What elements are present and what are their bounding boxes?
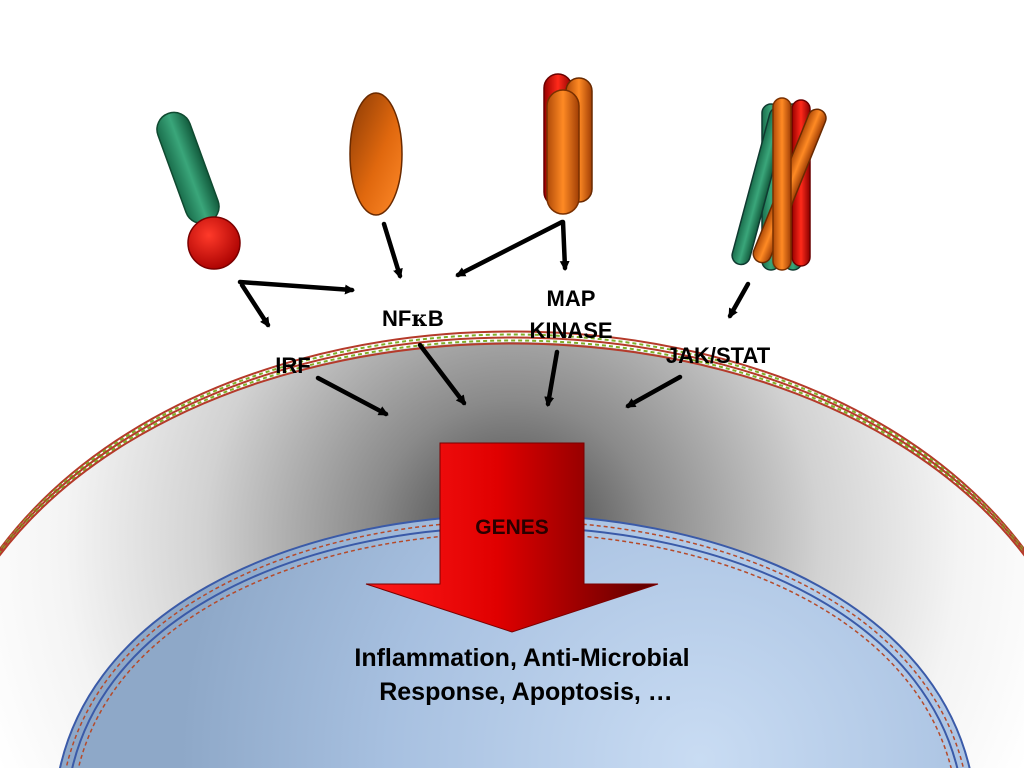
receptor-oval xyxy=(349,92,403,216)
arrow-map-to-genes xyxy=(544,349,560,407)
label-genes: GENES xyxy=(475,516,549,539)
label-irf: IRF xyxy=(275,353,310,378)
label-nfkb: NFκB xyxy=(382,306,444,332)
arrow-r1-to-nfkb xyxy=(237,279,355,295)
label-map: MAP xyxy=(547,286,596,311)
arrow-irf-to-genes xyxy=(315,375,389,417)
arrow-nfkb-to-genes xyxy=(417,342,467,406)
arrow-r3-to-nfkb xyxy=(455,219,565,278)
arrow-r1-to-irf xyxy=(239,282,271,328)
arrow-jakstat-to-genes xyxy=(625,374,683,409)
signal-arrows xyxy=(237,219,751,417)
arrow-r4-to-jakstat xyxy=(727,281,751,319)
receptor-cytokine xyxy=(731,97,827,271)
genes-arrow xyxy=(365,442,659,633)
nucleus xyxy=(60,515,970,768)
label-kinase: KINASE xyxy=(529,318,612,343)
arrow-r3-to-map xyxy=(559,219,570,271)
cell-membrane xyxy=(0,330,1024,557)
outcome-line-1: Inflammation, Anti-Microbial xyxy=(354,644,689,672)
label-jakstat: JAK/STAT xyxy=(666,343,771,368)
outcome-line-2: Response, Apoptosis, … xyxy=(379,678,673,706)
receptor-tlr xyxy=(156,111,241,270)
arrow-r2-to-nfkb xyxy=(381,221,403,279)
receptor-bundle xyxy=(543,73,593,215)
